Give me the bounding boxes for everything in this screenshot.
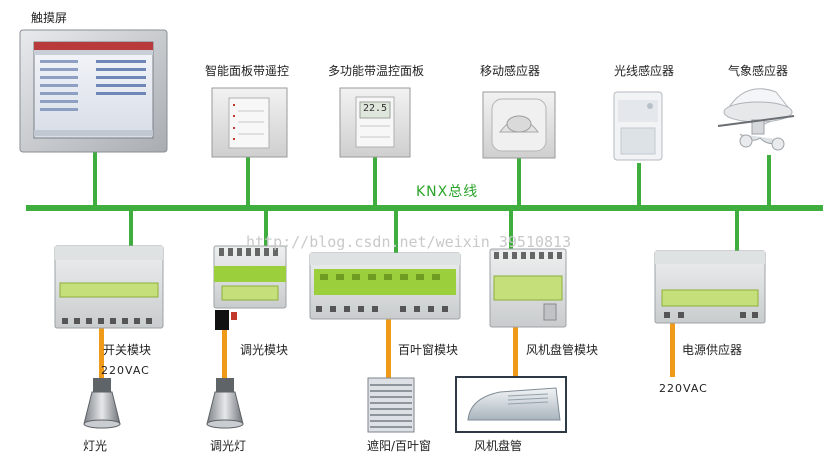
label-blinds: 遮阳/百叶窗 — [367, 439, 432, 453]
motion-sensor-icon — [482, 91, 556, 159]
touchscreen-icon — [19, 29, 168, 153]
line-blind — [386, 318, 391, 378]
label-fan-coil: 风机盘管 — [474, 439, 523, 453]
knx-bus-line — [26, 205, 823, 211]
drop-smart-panel — [246, 157, 250, 207]
label-touchscreen: 触摸屏 — [31, 11, 68, 25]
label-lamp: 灯光 — [83, 439, 108, 453]
fan-coil-actuator-icon — [489, 248, 567, 328]
label-dimmer: 调光模块 — [240, 343, 289, 357]
thermostat-display: 22.5 — [363, 103, 388, 114]
label-light-sensor: 光线感应器 — [614, 64, 675, 78]
lamp-icon — [83, 378, 121, 429]
line-fancoil — [513, 325, 518, 377]
smart-panel-icon — [211, 87, 288, 158]
thermostat-panel-icon — [339, 87, 411, 158]
drop-thermo-panel — [373, 157, 377, 207]
label-smart-panel: 智能面板带遥控 — [205, 64, 290, 78]
bus-label: KNX总线 — [416, 184, 479, 200]
label-switch-power: 220VAC — [101, 364, 150, 377]
bus-wiring — [26, 152, 823, 253]
line-switch-lamp — [99, 326, 104, 380]
weather-sensor-icon — [717, 88, 795, 151]
drop-dimmer — [264, 209, 268, 246]
switch-actuator-icon — [54, 245, 164, 329]
label-fancoil: 风机盘管模块 — [526, 343, 599, 357]
drop-motion — [517, 157, 521, 207]
drop-fancoil — [509, 209, 513, 249]
label-thermo-panel: 多功能带温控面板 — [328, 64, 425, 78]
drop-weather — [767, 155, 771, 207]
load-wiring — [99, 318, 675, 380]
label-psu-power: 220VAC — [659, 382, 708, 395]
label-switch: 开关模块 — [103, 343, 152, 357]
dimmable-lamp-icon — [206, 378, 244, 429]
line-psu — [670, 322, 675, 377]
blinds-icon — [367, 377, 415, 433]
dimmer-actuator-icon — [213, 245, 287, 330]
label-blind: 百叶窗模块 — [398, 343, 459, 357]
label-weather: 气象感应器 — [728, 64, 789, 78]
label-motion: 移动感应器 — [480, 64, 541, 78]
drop-light-sensor — [637, 163, 641, 207]
light-sensor-icon — [613, 91, 663, 161]
power-supply-icon — [654, 250, 766, 324]
line-dimmer-lamp — [222, 330, 227, 380]
watermark: http://blog.csdn.net/weixin_39510813 — [246, 233, 572, 251]
label-dim-lamp: 调光灯 — [210, 439, 247, 453]
drop-psu — [735, 209, 739, 251]
label-psu: 电源供应器 — [682, 343, 743, 357]
drop-switch — [129, 209, 133, 246]
drop-touchscreen — [93, 152, 97, 207]
fan-coil-unit-icon — [455, 376, 567, 433]
blind-actuator-icon — [309, 252, 461, 320]
drop-blind — [394, 209, 398, 253]
